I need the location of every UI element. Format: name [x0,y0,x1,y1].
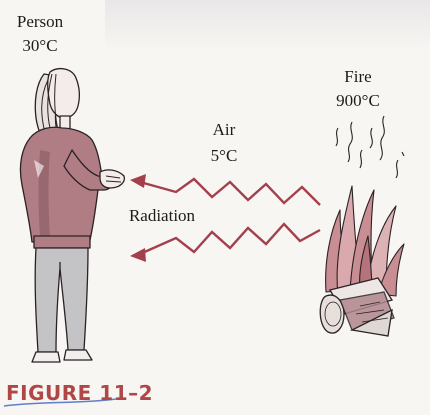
caption-underline [3,398,117,407]
logs [319,277,395,337]
radiation-label: Radiation [128,206,196,225]
bleed-through-band [105,0,430,52]
person-pants [34,247,89,353]
radiation-arrow-lower [139,222,321,256]
radiation-arrows [130,174,321,262]
air-temperature: 5°C [210,146,238,165]
person-figure [19,67,126,363]
fire-temperature: 900°C [336,91,380,110]
person-head [47,67,80,119]
air-label: Air [212,120,236,139]
fire [319,115,405,337]
person-feet [31,349,93,363]
person-label: Person [16,12,64,31]
figure-caption: FIGURE 11–2 [6,381,154,405]
fire-label: Fire [344,67,372,86]
person-hands [99,169,126,189]
person-temperature: 30°C [22,36,58,55]
smoke-wisps [335,115,405,179]
radiation-arrow-upper [139,177,321,206]
flames [325,185,405,297]
